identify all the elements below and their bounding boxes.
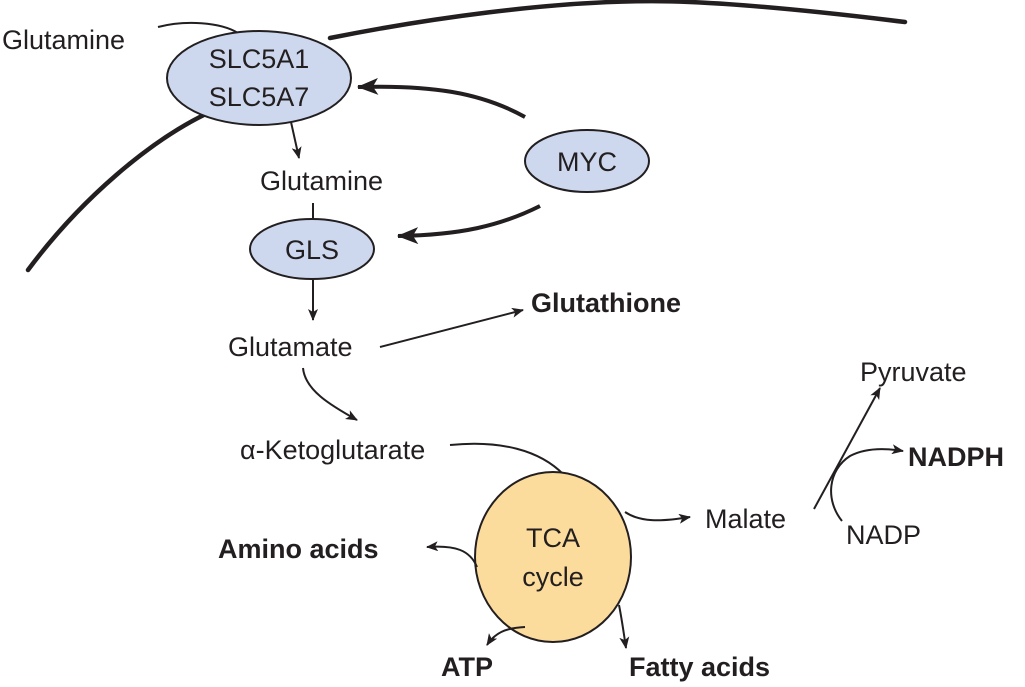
alpha-ketoglutarate-label: α-Ketoglutarate	[240, 435, 425, 465]
glutamate-to-akg-arrow	[302, 367, 358, 421]
myc-label: MYC	[557, 147, 617, 177]
transport-arrow	[290, 121, 302, 159]
transporter-ellipse	[166, 30, 352, 126]
gls-ellipse	[249, 218, 375, 280]
nadp-label: NADP	[846, 520, 921, 550]
glutamine-outside-label: Glutamine	[2, 25, 125, 55]
gls-label: GLS	[285, 235, 339, 265]
tca-to-atp-arrow	[486, 626, 526, 646]
amino-acids-label: Amino acids	[218, 534, 379, 564]
akg-to-tca-line	[449, 442, 565, 476]
pyruvate-label: Pyruvate	[860, 357, 967, 387]
glutamine-inside-label: Glutamine	[260, 166, 383, 196]
tca-cycle-circle	[474, 471, 632, 643]
tca-to-fatty-acids-arrow	[618, 604, 630, 649]
glutamate-to-glutathione-arrow	[379, 307, 524, 348]
transporter-label-1: SLC5A1	[209, 44, 310, 74]
transporter-label-2: SLC5A7	[209, 82, 310, 112]
myc-node: MYC	[524, 129, 650, 193]
tca-to-malate-arrow	[624, 511, 691, 524]
tca-label-2: cycle	[522, 562, 584, 592]
glutathione-label: Glutathione	[531, 288, 681, 318]
nadp-to-nadph-arrow	[830, 444, 904, 522]
fatty-acids-label: Fatty acids	[629, 652, 770, 682]
tca-label-1: TCA	[526, 523, 580, 553]
tca-to-amino-acids-arrow	[426, 541, 478, 568]
transporter-node: SLC5A1 SLC5A7	[166, 30, 352, 126]
tca-cycle-node: TCA cycle	[474, 471, 632, 643]
glutamine-import-line	[157, 21, 239, 34]
cell-membrane	[25, 0, 908, 273]
malate-label: Malate	[705, 504, 786, 534]
myc-ellipse	[524, 129, 650, 193]
nadph-label: NADPH	[908, 442, 1004, 472]
myc-to-gls-arrow	[396, 204, 541, 245]
myc-to-transporter-arrow	[356, 77, 526, 119]
gls-node: GLS	[249, 218, 375, 280]
glutamate-label: Glutamate	[228, 332, 353, 362]
malate-to-pyruvate-arrow	[813, 387, 881, 510]
atp-label: ATP	[441, 652, 493, 682]
